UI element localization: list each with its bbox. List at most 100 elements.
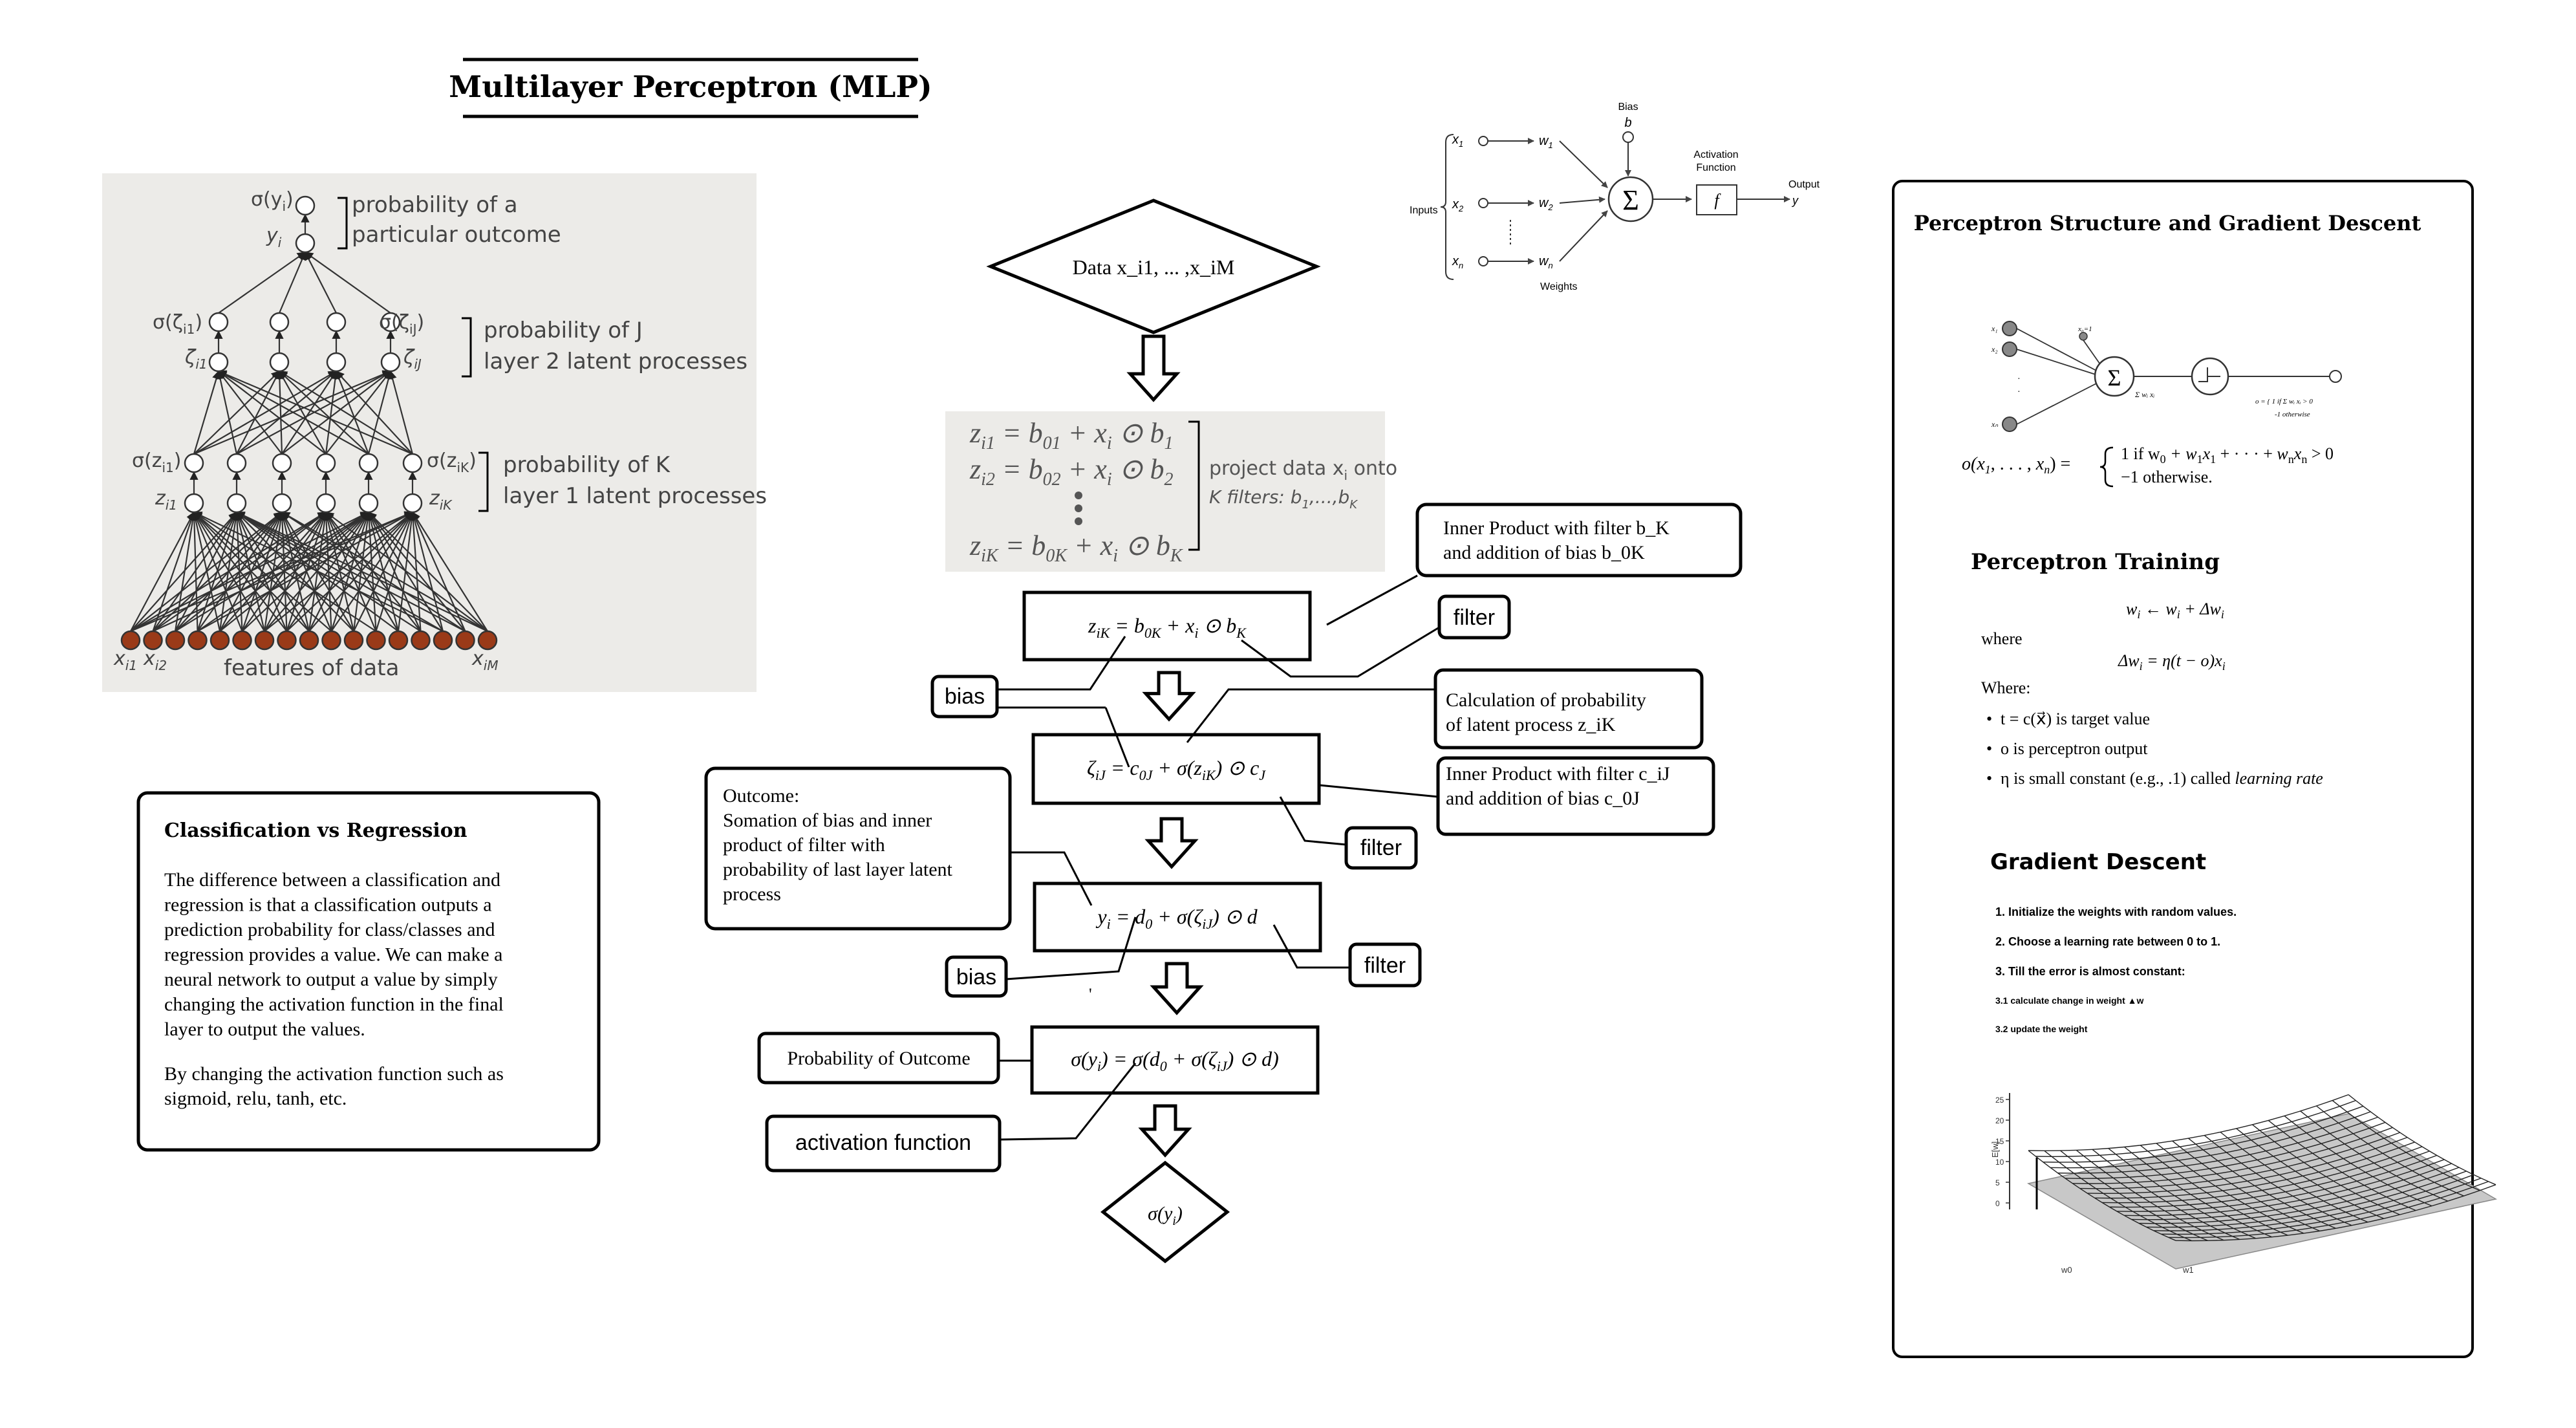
network-node: [317, 494, 335, 512]
svg-text:x2: x2: [1452, 197, 1464, 213]
prob-outcome-line1: probability of a: [352, 192, 518, 218]
svg-text:·: ·: [2017, 374, 2021, 384]
callout-inner-c-line2: and addition of bias c_0J: [1446, 788, 1640, 809]
input-node: [211, 631, 229, 649]
callout-outcome-line: probability of last layer latent: [723, 859, 953, 880]
flow-arrow: [1146, 673, 1192, 719]
prob-K-line1: probability of K: [503, 452, 671, 478]
perceptron-figure: Bias b Inputs x1 x2 xn w1 w2 wn Weights …: [1410, 102, 1820, 292]
network-node: [327, 313, 345, 331]
input-node: [456, 631, 475, 649]
svg-text:20: 20: [1995, 1116, 2004, 1125]
callout-outcome-line: Somation of bias and inner: [723, 810, 932, 831]
svg-text:x₁: x₁: [1991, 324, 1998, 333]
sigma-zeta-i1-label: σ(ζi1): [153, 311, 202, 337]
input-node: [389, 631, 407, 649]
callout-activation-label: activation function: [795, 1130, 971, 1155]
data-label: Data x_i1, ... ,x_iM: [1073, 255, 1235, 279]
training-update-eq: wi ← wi + Δwi: [2126, 600, 2224, 621]
classification-card: Classification vs Regression The differe…: [138, 793, 599, 1150]
input-node: [189, 631, 207, 649]
network-node: [209, 313, 228, 331]
network-node: [360, 494, 378, 512]
svg-text:Function: Function: [1696, 162, 1735, 173]
network-node: [317, 454, 335, 472]
gd-step: 3.1 calculate change in weight ▲w: [1995, 995, 2143, 1006]
right-panel-title: Perceptron Structure and Gradient Descen…: [1914, 211, 2421, 235]
flow-arrow: [1148, 819, 1195, 867]
prob-K-line2: layer 1 latent processes: [503, 483, 767, 509]
svg-text:w2: w2: [1539, 196, 1553, 212]
classification-text-line: layer to output the values.: [164, 1019, 365, 1040]
svg-text:Where:: Where:: [1981, 678, 2031, 697]
eq-box-zeta: ζiJ = c0J + σ(ziK) ⊙ cJ: [1087, 756, 1266, 783]
eq-ziK: ziK = b0K + xi ⊙ bK: [969, 530, 1183, 566]
input-node: [345, 631, 363, 649]
svg-text:x₂: x₂: [1991, 345, 1998, 354]
svg-text:−1 otherwise.: −1 otherwise.: [2121, 468, 2213, 486]
network-node: [228, 494, 246, 512]
prob-J-line2: layer 2 latent processes: [484, 349, 747, 374]
classification-text-line: sigmoid, relu, tanh, etc.: [164, 1088, 347, 1109]
sigma-z-i1-label: σ(zi1): [132, 449, 181, 475]
perceptron-output-formula: o(x1, . . . , xn) =: [1962, 454, 2070, 476]
mlp-network-figure: σ(yi) yi probability of a particular out…: [102, 173, 767, 692]
prob-outcome-line2: particular outcome: [352, 222, 561, 248]
svg-text:w1: w1: [1539, 134, 1553, 150]
page-title: Multilayer Perceptron (MLP): [449, 69, 932, 104]
svg-text:b: b: [1624, 116, 1631, 130]
svg-text:Bias: Bias: [1618, 102, 1638, 113]
network-node: [403, 454, 422, 472]
network-node: [327, 353, 345, 371]
input-node: [233, 631, 252, 649]
svg-text:x₀=1: x₀=1: [2077, 325, 2092, 333]
callout-outcome-line: Outcome:: [723, 785, 799, 806]
w0-axis-label: w0: [2061, 1265, 2072, 1275]
svg-text:5: 5: [1995, 1178, 2000, 1187]
gd-heading: Gradient Descent: [1990, 849, 2206, 875]
training-heading: Perceptron Training: [1971, 549, 2220, 575]
input-node: [323, 631, 341, 649]
input-node: [144, 631, 162, 649]
network-node: [228, 454, 246, 472]
callout-bias-2-label: bias: [956, 965, 996, 990]
gd-step: 3.2 update the weight: [1995, 1024, 2088, 1034]
svg-text:•: •: [1986, 739, 1992, 758]
prob-J-line1: probability of J: [484, 318, 643, 343]
network-node: [360, 454, 378, 472]
network-node: [296, 234, 314, 252]
gd-step: 2. Choose a learning rate between 0 to 1…: [1995, 935, 2220, 948]
page-title-group: Multilayer Perceptron (MLP): [449, 60, 932, 116]
input-node: [300, 631, 318, 649]
callout-calculation-line1: Calculation of probability: [1446, 689, 1646, 711]
svg-text:Activation: Activation: [1693, 149, 1738, 160]
svg-text:0: 0: [1995, 1199, 2000, 1208]
callout-inner-c-line1: Inner Product with filter c_iJ: [1446, 763, 1670, 784]
gd-step: 3. Till the error is almost constant:: [1995, 965, 2185, 978]
z-axis-label: E[w]: [1990, 1141, 2000, 1158]
classification-text-line: neural network to output a value by simp…: [164, 969, 498, 990]
svg-text:where: where: [1981, 629, 2023, 648]
svg-text:·: ·: [2017, 387, 2021, 397]
input-node: [478, 631, 497, 649]
network-node: [403, 494, 422, 512]
callout-prob-outcome-label: Probability of Outcome: [787, 1048, 970, 1069]
input-node: [412, 631, 430, 649]
svg-text:o is perceptron output: o is perceptron output: [2001, 739, 2148, 758]
classification-text-line: The difference between a classification …: [164, 869, 500, 891]
eq-box-sigma: σ(yi) = σ(d0 + σ(ζiJ) ⊙ d): [1071, 1047, 1278, 1074]
callout-outcome-line: process: [723, 883, 781, 905]
eq-box-z: ziK = b0K + xi ⊙ bK: [1088, 614, 1247, 641]
network-node: [273, 454, 291, 472]
svg-text:Output: Output: [1788, 179, 1820, 190]
network-node: [270, 313, 288, 331]
svg-text:y: y: [1791, 194, 1799, 207]
flow-arrow: [1154, 964, 1200, 1013]
input-node: [434, 631, 452, 649]
callout-inner-b-line2: and addition of bias b_0K: [1443, 542, 1645, 563]
svg-text:Σ wᵢ xᵢ: Σ wᵢ xᵢ: [2134, 390, 2154, 399]
network-node: [209, 353, 228, 371]
callout-inner-b-line1: Inner Product with filter b_K: [1443, 517, 1669, 539]
svg-text:xn: xn: [1452, 254, 1463, 270]
